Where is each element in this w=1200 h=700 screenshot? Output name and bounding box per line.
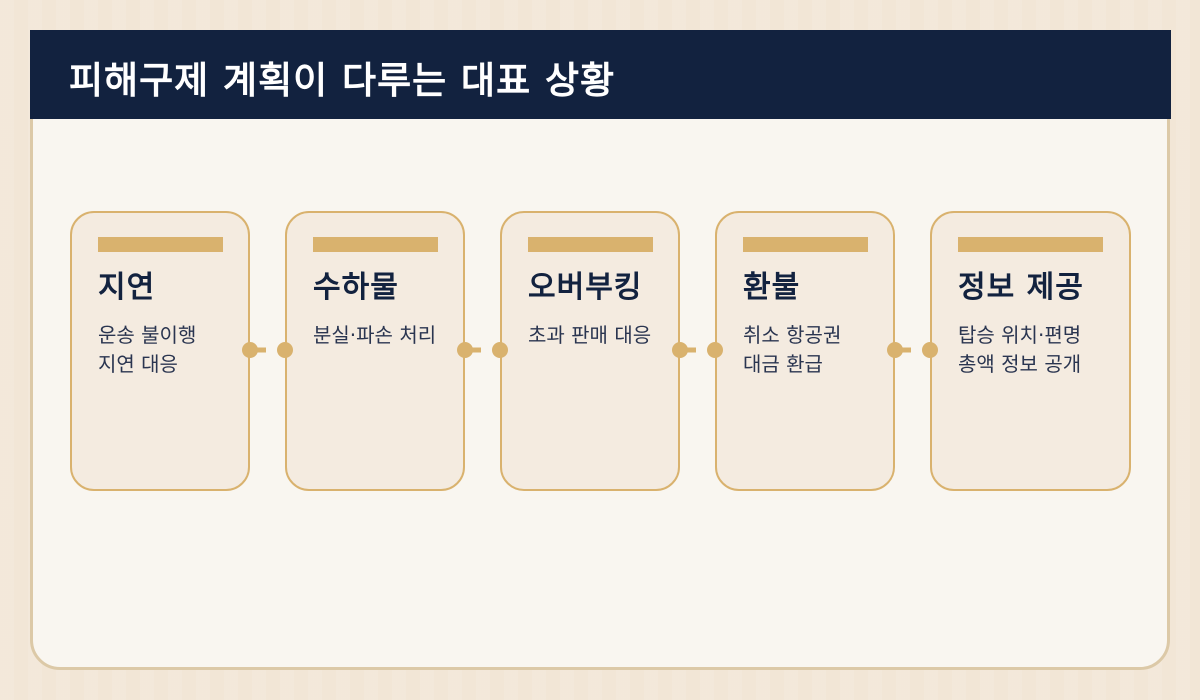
card-title: 정보 제공 [958,270,1084,305]
connector-dot [242,342,258,358]
page-title: 피해구제 계획이 다루는 대표 상황 [69,59,616,102]
card-description: 취소 항공권 대금 환급 [743,321,913,379]
card-description: 초과 판매 대응 [528,321,698,350]
card-description: 탑승 위치·편명 총액 정보 공개 [958,321,1128,379]
card-delay: 지연 운송 불이행 지연 대응 [70,211,250,491]
card-description-line: 대금 환급 [743,352,823,376]
card-description: 분실·파손 처리 [313,321,483,350]
card-description-line: 운송 불이행 [98,323,197,347]
card-accent-bar [98,237,223,252]
card-baggage: 수하물 분실·파손 처리 [285,211,465,491]
connector-dot [707,342,723,358]
card-accent-bar [743,237,868,252]
connector-dot [672,342,688,358]
connector-dot [887,342,903,358]
card-accent-bar [958,237,1103,252]
card-description-line: 분실·파손 처리 [313,323,437,347]
connector-dot [277,342,293,358]
card-description-line: 탑승 위치·편명 [958,323,1082,347]
card-accent-bar [528,237,653,252]
card-refund: 환불 취소 항공권 대금 환급 [715,211,895,491]
connector-dot [492,342,508,358]
card-description-line: 총액 정보 공개 [958,352,1082,376]
card-title: 수하물 [313,270,399,305]
card-description-line: 취소 항공권 [743,323,842,347]
connector-dot [922,342,938,358]
card-overbooking: 오버부킹 초과 판매 대응 [500,211,680,491]
card-title: 환불 [743,270,801,305]
card-description: 운송 불이행 지연 대응 [98,321,268,379]
card-title: 지연 [98,270,156,305]
card-accent-bar [313,237,438,252]
card-information: 정보 제공 탑승 위치·편명 총액 정보 공개 [930,211,1131,491]
card-description-line: 초과 판매 대응 [528,323,652,347]
header-bar: 피해구제 계획이 다루는 대표 상황 [30,30,1171,119]
card-title: 오버부킹 [528,270,643,305]
card-description-line: 지연 대응 [98,352,178,376]
connector-dot [457,342,473,358]
